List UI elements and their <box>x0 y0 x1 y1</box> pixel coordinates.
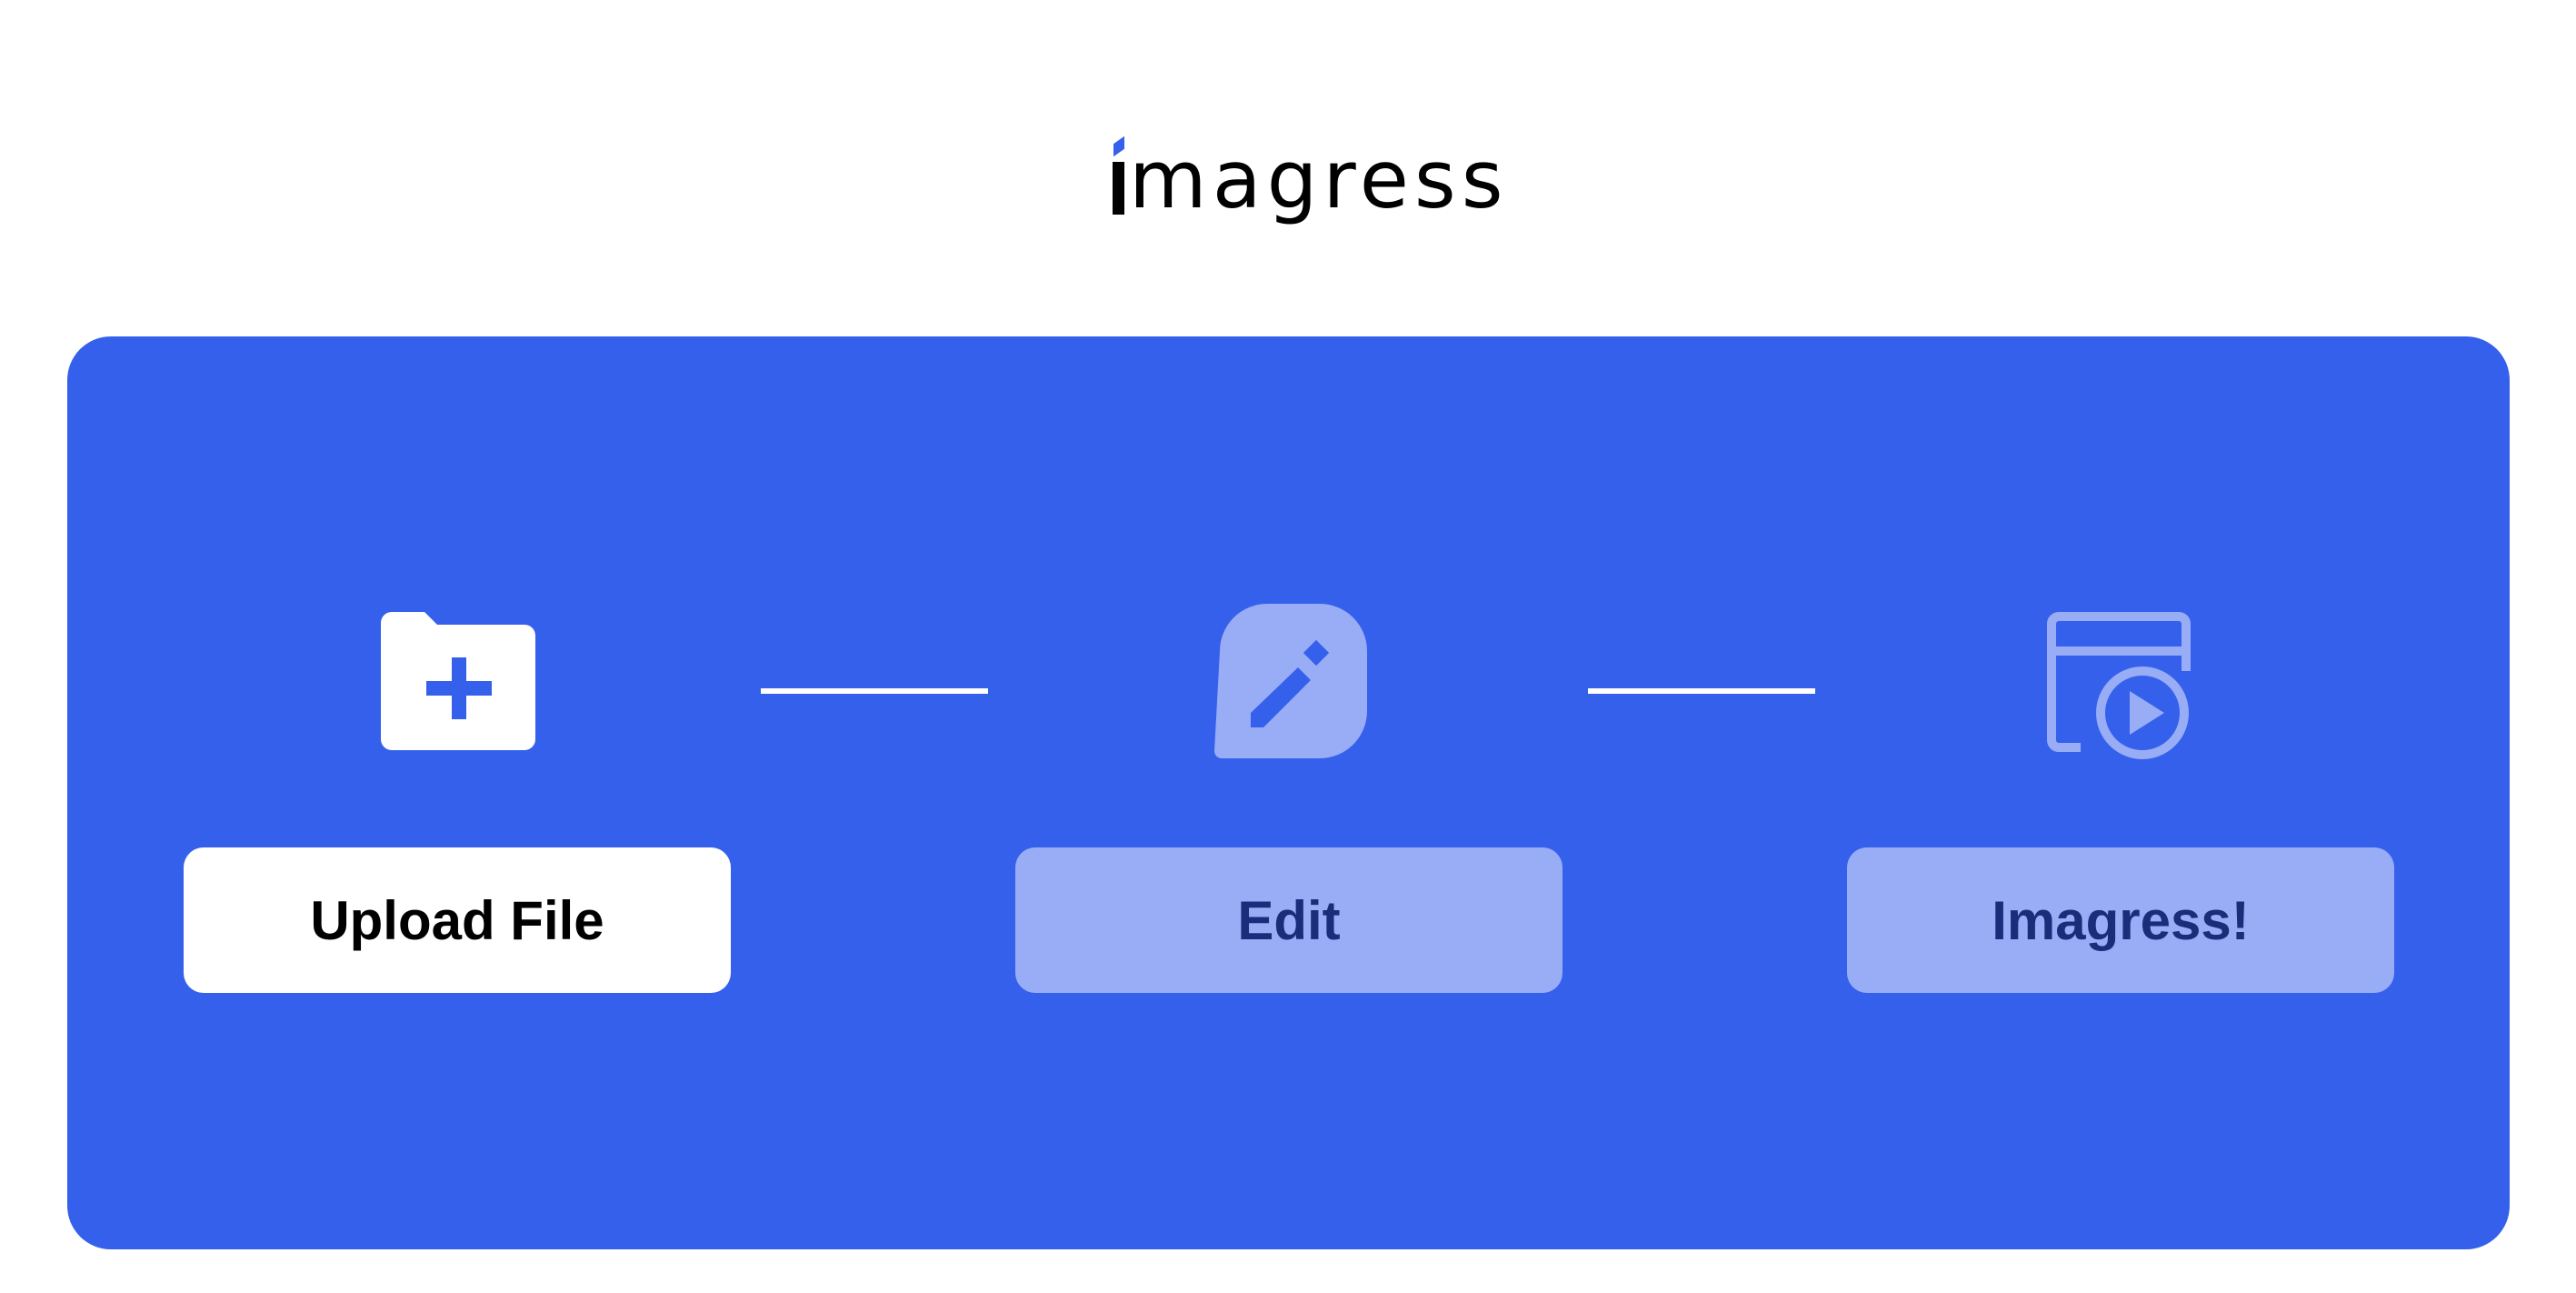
imagress-label: Imagress! <box>1992 889 2250 951</box>
edit-pencil-icon <box>1214 604 1367 758</box>
edit-button[interactable]: Edit <box>1015 847 1563 993</box>
folder-plus-icon <box>381 612 535 750</box>
logo-text: magress <box>1129 133 1509 226</box>
upload-file-button[interactable]: Upload File <box>184 847 731 993</box>
edit-label: Edit <box>1237 889 1341 951</box>
imagress-button[interactable]: Imagress! <box>1847 847 2394 993</box>
step-connector-2 <box>1588 688 1815 694</box>
upload-file-label: Upload File <box>310 889 604 951</box>
imagress-logo: magress <box>1113 127 1503 227</box>
workflow-panel: Upload File Edit Imagress! <box>67 336 2510 1249</box>
step-connector-1 <box>761 688 988 694</box>
window-play-icon <box>2047 612 2191 759</box>
